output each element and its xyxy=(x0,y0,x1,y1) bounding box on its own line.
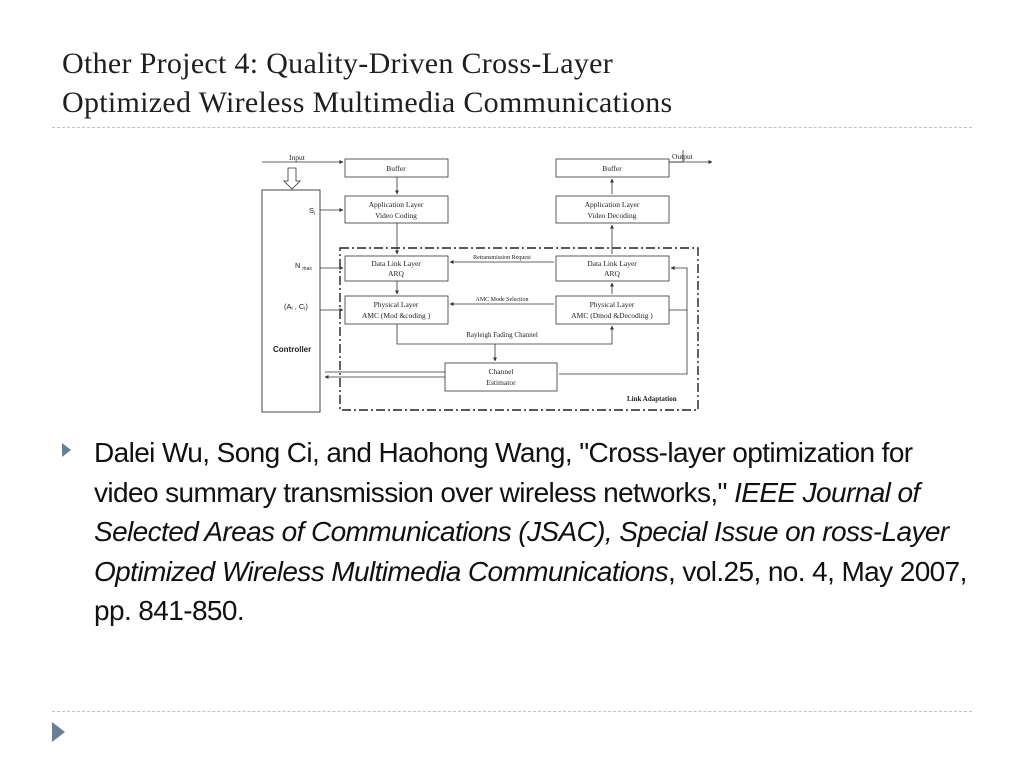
phy-right-label-1: Physical Layer xyxy=(590,300,635,309)
slide-title-line-2: Optimized Wireless Multimedia Communicat… xyxy=(62,86,673,119)
dll-left-label-1: Data Link Layer xyxy=(371,259,421,268)
citation-journal: IEEE Journal of Selected Areas of Commun… xyxy=(94,476,949,587)
app-right-label-2: Video Decoding xyxy=(588,211,637,220)
top-divider xyxy=(52,127,972,128)
buffer-right-box xyxy=(555,158,670,178)
retransmission-label: Retransmission Request xyxy=(473,255,531,261)
citation-authors: Dalei Wu, Song Ci, and Haohong Wang, "Cr… xyxy=(94,437,913,508)
rayleigh-label: Rayleigh Fading Channel xyxy=(466,331,538,339)
input-label: Input xyxy=(289,153,306,162)
buffer-right-label: Buffer xyxy=(602,164,622,173)
citation-end: . xyxy=(236,595,245,626)
dll-right-label-2: ARQ xyxy=(604,269,620,278)
controller-label: Controller xyxy=(273,345,311,354)
next-slide-arrow-icon[interactable] xyxy=(52,722,65,742)
phy-right-label-2: AMC (Dmod &Decoding ) xyxy=(571,311,653,320)
app-right-box xyxy=(555,195,670,224)
bottom-divider xyxy=(52,711,972,712)
dll-right-label-1: Data Link Layer xyxy=(587,259,637,268)
buffer-left-box xyxy=(344,158,449,178)
input-hollow-arrow xyxy=(283,167,301,190)
phy-left-box xyxy=(344,295,449,325)
triangle-bullet-icon xyxy=(62,443,71,457)
output-label: Output xyxy=(672,152,694,161)
phy-left-label-1: Physical Layer xyxy=(374,300,419,309)
slide-title-line-1: Other Project 4: Quality-Driven Cross-La… xyxy=(62,47,614,80)
dll-left-box xyxy=(344,255,449,282)
app-left-label-1: Application Layer xyxy=(369,200,424,209)
buffer-left-label: Buffer xyxy=(386,164,406,173)
s-input-label: Si xyxy=(309,206,315,217)
phy-left-label-2: AMC (Mod &coding ) xyxy=(362,311,431,320)
app-left-label-2: Video Coding xyxy=(375,211,417,220)
ac-input-label: (Ai , Ci) xyxy=(284,302,308,312)
app-right-label-1: Application Layer xyxy=(585,200,640,209)
link-adaptation-frame xyxy=(339,247,699,411)
amc-mode-label: AMC Mode Selection xyxy=(476,297,529,303)
channel-estimator-label-1: Channel xyxy=(489,367,514,376)
controller-box xyxy=(261,189,321,413)
link-adaptation-label: Link Adaptation xyxy=(627,395,677,403)
slide-title: Other Project 4: Quality-Driven Cross-La… xyxy=(62,44,962,122)
app-left-box xyxy=(344,195,449,224)
citation-text: Dalei Wu, Song Ci, and Haohong Wang, "Cr… xyxy=(94,433,974,631)
cross-layer-diagram: Input Output Buffer Buffer Application L… xyxy=(255,150,715,415)
dll-right-box xyxy=(555,255,670,282)
channel-estimator-label-2: Estimator xyxy=(486,378,516,387)
citation-details: , vol.25, no. 4, May 2007, pp. 841-850 xyxy=(94,555,967,627)
dll-left-label-2: ARQ xyxy=(388,269,404,278)
